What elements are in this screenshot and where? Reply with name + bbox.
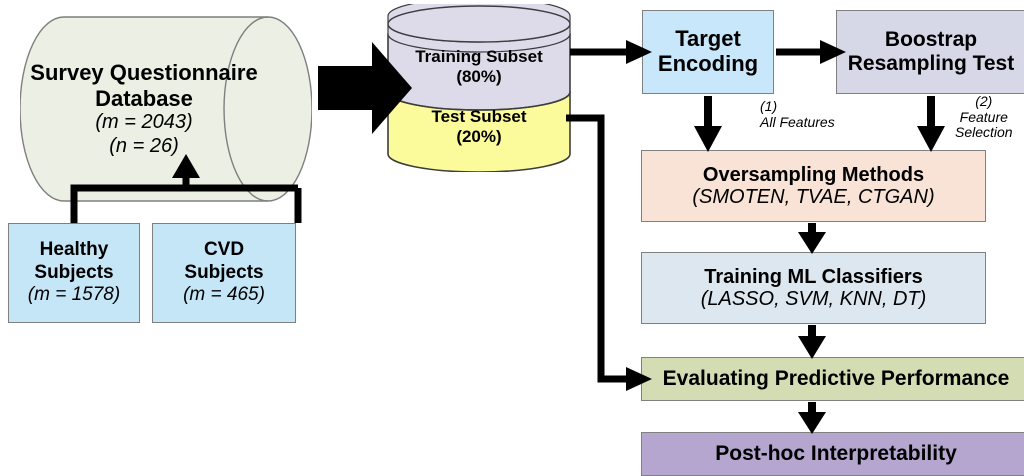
database-line-2: Database [95,85,193,111]
evaluating-predictive-performance-box: Evaluating Predictive Performance [641,357,1024,401]
annotation-all-features-text: All Features [760,113,835,130]
healthy-subjects-box: Healthy Subjects (m = 1578) [8,223,140,323]
evaluating-line-1: Evaluating Predictive Performance [662,367,1010,391]
bootstrap-resampling-box: Boostrap Resampling Test [836,10,1024,94]
annotation-feature-selection-line-1: Feature [959,108,1008,125]
classifiers-line-1: Training ML Classifiers [704,265,923,288]
bootstrap-line-1: Boostrap [884,28,978,52]
target-encoding-line-2: Encoding [657,51,759,76]
annotation-all-features: (1) All Features [760,98,835,130]
arrow-classifiers-to-evaluating [798,325,826,359]
cvd-subjects-box: CVD Subjects (m = 465) [152,223,296,323]
posthoc-line-1: Post-hoc Interpretability [715,442,957,466]
target-encoding-box: Target Encoding [642,10,774,94]
oversampling-methods-box: Oversampling Methods (SMOTEN, TVAE, CTGA… [641,150,986,222]
annotation-feature-selection: (2) Feature Selection [955,93,1013,141]
post-hoc-interpretability-box: Post-hoc Interpretability [641,432,1024,476]
split-cylinder-shape [387,4,571,172]
annotation-feature-selection-number: (2) [975,93,993,109]
arrow-bootstrap-to-oversampling [917,96,945,152]
oversampling-line-2: (SMOTEN, TVAE, CTGAN) [692,186,935,208]
healthy-subjects-line-3: (m = 1578) [27,284,121,306]
training-ml-classifiers-box: Training ML Classifiers (LASSO, SVM, KNN… [641,252,986,324]
healthy-subjects-line-2: Subjects [34,261,114,283]
test-subset-line-2: (20%) [456,127,502,146]
cvd-subjects-line-3: (m = 465) [183,284,265,306]
cvd-subjects-line-2: Subjects [184,261,264,283]
survey-questionnaire-database: Survey Questionnaire Database (m = 2043)… [20,16,312,202]
annotation-feature-selection-line-2: Selection [955,124,1013,141]
bootstrap-line-2: Resampling Test [847,52,1015,75]
target-encoding-line-1: Target [675,26,741,52]
arrow-target-encoding-to-oversampling [694,96,722,152]
healthy-subjects-line-1: Healthy [39,239,109,261]
arrow-training-to-target-encoding [570,40,652,64]
training-subset-label: Training Subset (80%) [386,40,572,94]
database-line-3: (m = 2043) [95,111,193,134]
test-subset-label: Test Subset (20%) [386,100,572,154]
test-subset-line-1: Test Subset [431,107,527,127]
annotation-all-features-number: (1) [760,98,778,114]
classifiers-line-2: (LASSO, SVM, KNN, DT) [700,288,927,310]
cvd-subjects-line-1: CVD [203,239,245,261]
database-label: Survey Questionnaire Database (m = 2043)… [20,16,268,202]
arrow-oversampling-to-classifiers [798,223,826,254]
database-line-4: (n = 26) [109,134,179,157]
database-line-1: Survey Questionnaire [30,60,258,86]
training-subset-line-2: (80%) [456,67,502,86]
training-subset-line-1: Training Subset [415,47,543,67]
arrow-evaluating-to-posthoc [798,402,826,434]
data-split-cylinder: Training Subset (80%) Test Subset (20%) [386,4,572,172]
arrow-test-subset-to-evaluating [566,114,652,391]
oversampling-line-1: Oversampling Methods [702,163,925,186]
